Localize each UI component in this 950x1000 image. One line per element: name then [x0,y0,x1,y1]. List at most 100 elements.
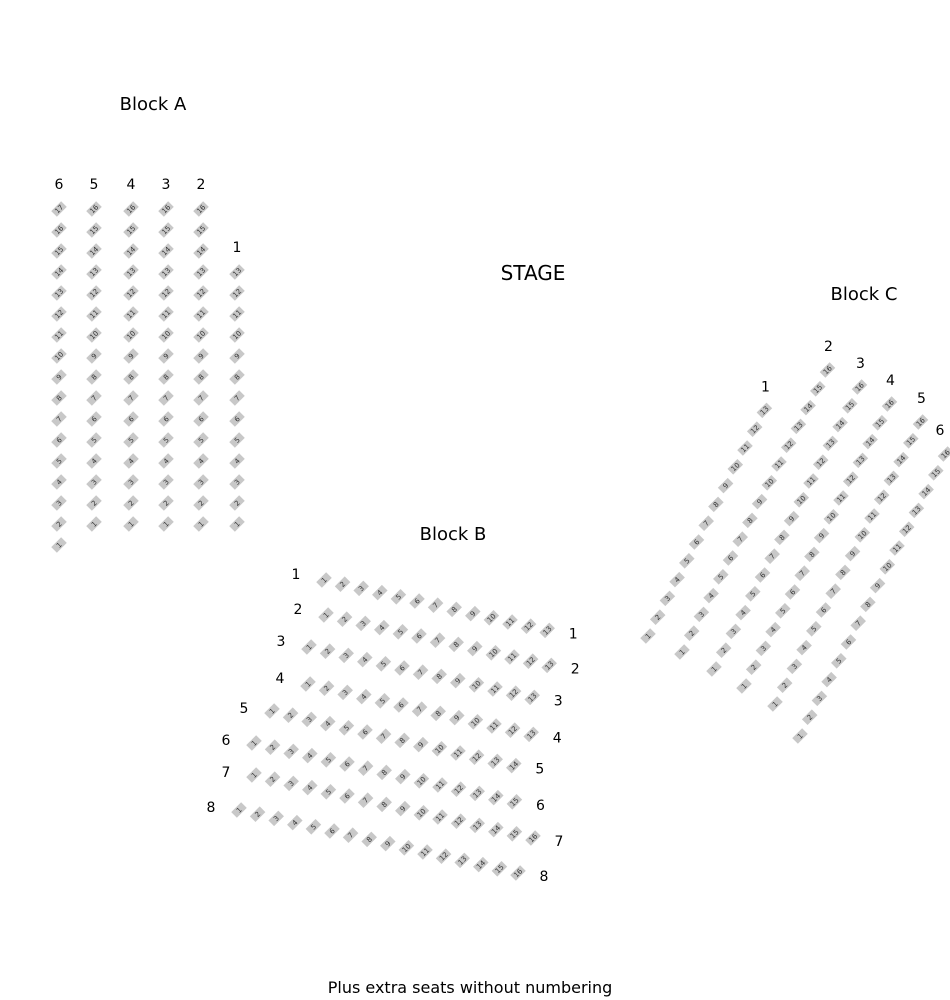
seat-b-1-12[interactable]: 12 [522,653,539,669]
seat-b-5-7[interactable]: 7 [357,760,374,776]
seat-b-3-12[interactable]: 12 [504,722,521,738]
seat-a-5-4[interactable]: 4 [229,453,245,469]
seat-a-4-12[interactable]: 12 [193,285,209,301]
seat-c-5-15[interactable]: 15 [928,465,944,481]
seat-b-1-6[interactable]: 6 [411,628,427,644]
seat-c-3-11[interactable]: 11 [833,490,849,506]
seat-a-2-14[interactable]: 14 [123,243,139,259]
seat-a-5-6[interactable]: 6 [229,411,245,427]
seat-b-7-9[interactable]: 9 [380,835,396,852]
seat-b-5-8[interactable]: 8 [376,764,392,781]
seat-c-1-12[interactable]: 12 [780,437,797,453]
seat-c-0-5[interactable]: 5 [679,553,695,569]
seat-a-3-6[interactable]: 6 [158,411,174,427]
seat-b-4-6[interactable]: 6 [357,724,373,740]
seat-a-0-9[interactable]: 9 [51,369,67,385]
seat-b-2-10[interactable]: 10 [468,677,485,693]
seat-c-5-12[interactable]: 12 [898,521,915,537]
seat-b-3-3[interactable]: 3 [337,684,353,701]
seat-a-3-11[interactable]: 11 [158,306,174,322]
seat-a-4-1[interactable]: 1 [193,516,209,532]
seat-a-1-3[interactable]: 3 [86,474,102,490]
seat-a-4-16[interactable]: 16 [193,201,209,217]
seat-b-2-9[interactable]: 9 [450,672,466,689]
seat-a-2-4[interactable]: 4 [123,453,139,469]
seat-c-0-4[interactable]: 4 [669,571,685,588]
seat-b-6-3[interactable]: 3 [283,775,299,792]
seat-c-1-4[interactable]: 4 [703,587,719,604]
seat-c-2-15[interactable]: 15 [842,398,858,414]
seat-c-4-15[interactable]: 15 [903,433,919,449]
seat-c-3-5[interactable]: 5 [775,603,791,619]
seat-c-3-15[interactable]: 15 [872,415,888,431]
seat-c-4-12[interactable]: 12 [873,489,890,505]
seat-c-3-6[interactable]: 6 [784,584,801,600]
seat-b-2-1[interactable]: 1 [301,639,317,655]
seat-c-4-10[interactable]: 10 [854,527,871,543]
seat-b-4-14[interactable]: 14 [506,757,522,774]
seat-a-2-3[interactable]: 3 [123,474,139,490]
seat-c-1-1[interactable]: 1 [674,644,690,660]
seat-c-4-7[interactable]: 7 [825,583,841,599]
seat-b-7-11[interactable]: 11 [417,844,433,860]
seat-c-2-11[interactable]: 11 [803,473,819,489]
seat-c-1-15[interactable]: 15 [810,381,826,397]
seat-b-3-7[interactable]: 7 [411,701,428,717]
seat-b-1-4[interactable]: 4 [374,619,390,636]
seat-b-1-1[interactable]: 1 [318,607,334,623]
seat-b-0-2[interactable]: 2 [334,576,351,592]
seat-c-3-7[interactable]: 7 [794,565,810,581]
seat-c-5-14[interactable]: 14 [918,483,934,500]
seat-a-0-13[interactable]: 13 [51,285,67,301]
seat-b-5-9[interactable]: 9 [395,768,411,785]
seat-c-4-16[interactable]: 16 [912,414,929,430]
seat-b-6-6[interactable]: 6 [339,788,355,804]
seat-a-3-5[interactable]: 5 [158,432,174,448]
seat-b-7-2[interactable]: 2 [249,806,266,822]
seat-b-7-8[interactable]: 8 [361,831,377,848]
seat-a-2-11[interactable]: 11 [123,306,139,322]
seat-a-0-8[interactable]: 8 [51,390,67,406]
seat-b-1-8[interactable]: 8 [448,636,464,653]
seat-b-7-15[interactable]: 15 [491,861,508,877]
seat-b-7-16[interactable]: 16 [510,865,526,881]
seat-a-4-13[interactable]: 13 [193,264,209,280]
seat-c-4-13[interactable]: 13 [883,470,900,487]
seat-b-6-8[interactable]: 8 [376,796,392,813]
seat-c-4-2[interactable]: 2 [776,677,793,693]
seat-a-3-3[interactable]: 3 [158,474,174,490]
seat-c-0-12[interactable]: 12 [746,421,763,437]
seat-a-4-4[interactable]: 4 [193,453,209,469]
seat-b-5-3[interactable]: 3 [283,743,299,760]
seat-a-0-4[interactable]: 4 [51,474,67,490]
seat-a-0-5[interactable]: 5 [51,453,67,469]
seat-b-3-8[interactable]: 8 [430,705,446,722]
seat-b-0-13[interactable]: 13 [539,622,555,639]
seat-a-0-14[interactable]: 14 [51,264,67,280]
seat-b-0-3[interactable]: 3 [353,580,369,597]
seat-b-0-6[interactable]: 6 [409,593,425,609]
seat-b-5-5[interactable]: 5 [320,752,337,768]
seat-c-1-7[interactable]: 7 [732,531,748,547]
seat-a-3-2[interactable]: 2 [158,495,174,511]
seat-a-3-14[interactable]: 14 [158,243,174,259]
seat-c-2-16[interactable]: 16 [851,379,868,395]
seat-c-0-1[interactable]: 1 [640,628,656,644]
seat-a-1-7[interactable]: 7 [86,390,102,406]
seat-b-2-5[interactable]: 5 [375,656,392,672]
seat-b-5-6[interactable]: 6 [339,756,355,772]
seat-b-5-14[interactable]: 14 [488,789,504,806]
seat-c-0-9[interactable]: 9 [717,477,734,494]
seat-b-4-9[interactable]: 9 [413,736,429,753]
seat-b-3-5[interactable]: 5 [374,693,391,709]
seat-b-7-4[interactable]: 4 [287,814,303,831]
seat-c-2-2[interactable]: 2 [715,642,732,658]
seat-b-7-13[interactable]: 13 [454,852,470,869]
seat-a-2-1[interactable]: 1 [123,516,139,532]
seat-c-1-10[interactable]: 10 [761,475,778,491]
seat-a-1-16[interactable]: 16 [86,201,102,217]
seat-a-1-11[interactable]: 11 [86,306,102,322]
seat-b-6-10[interactable]: 10 [413,805,430,821]
seat-b-3-10[interactable]: 10 [467,714,484,730]
seat-c-3-3[interactable]: 3 [755,640,772,657]
